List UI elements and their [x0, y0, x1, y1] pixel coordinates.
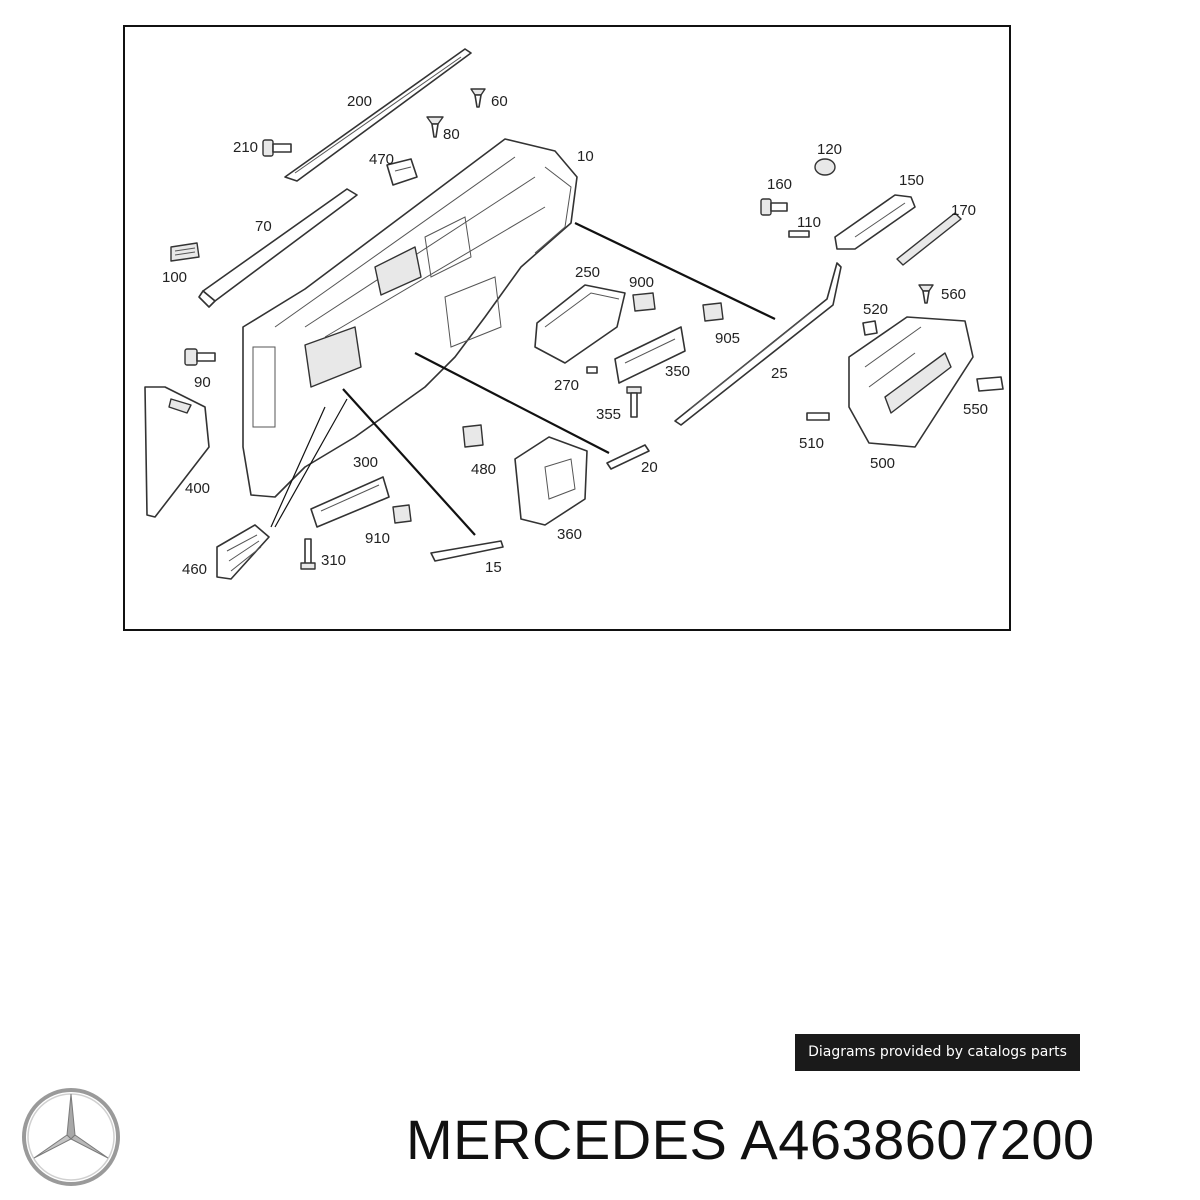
part-10-dashboard-carrier — [242, 138, 578, 498]
part-905-connector — [702, 302, 724, 322]
part-210-bolt — [262, 139, 292, 157]
callout-310: 310 — [321, 552, 346, 569]
callout-210: 210 — [233, 139, 258, 156]
part-550-lock — [976, 376, 1004, 392]
part-400-side-cover — [144, 386, 210, 518]
callout-10: 10 — [577, 148, 594, 165]
callout-510: 510 — [799, 435, 824, 452]
part-480-clip — [462, 424, 484, 448]
leader-460 — [274, 398, 348, 528]
part-310-bolt — [300, 538, 316, 570]
callout-200: 200 — [347, 93, 372, 110]
part-15-trim — [430, 540, 504, 562]
part-80-screw — [426, 116, 444, 138]
callout-160: 160 — [767, 176, 792, 193]
part-25-trim — [674, 262, 842, 426]
leader-25 — [574, 222, 776, 320]
part-90-bolt — [184, 348, 216, 366]
callout-910: 910 — [365, 530, 390, 547]
parts-diagram: 10 15 20 25 60 70 80 90 100 110 120 150 … — [123, 25, 1011, 631]
callout-500: 500 — [870, 455, 895, 472]
callout-20: 20 — [641, 459, 658, 476]
callout-250: 250 — [575, 264, 600, 281]
part-250-module — [534, 284, 626, 364]
part-110-pin — [788, 230, 810, 238]
callout-355: 355 — [596, 406, 621, 423]
callout-400: 400 — [185, 480, 210, 497]
part-460-vent — [216, 524, 270, 580]
callout-300: 300 — [353, 454, 378, 471]
part-900-connector — [632, 292, 656, 312]
callout-560: 560 — [941, 286, 966, 303]
exploded-view-drawing: 10 15 20 25 60 70 80 90 100 110 120 150 … — [144, 48, 1004, 580]
callout-70: 70 — [255, 218, 272, 235]
part-300-module — [310, 476, 390, 528]
part-70-trim — [198, 188, 358, 308]
callout-90: 90 — [194, 374, 211, 391]
callout-170: 170 — [951, 202, 976, 219]
callout-120: 120 — [817, 141, 842, 158]
part-60-screw — [470, 88, 486, 108]
part-520-clip — [862, 320, 878, 336]
callout-480: 480 — [471, 461, 496, 478]
part-270-screw — [586, 366, 598, 374]
callout-350: 350 — [665, 363, 690, 380]
callout-25: 25 — [771, 365, 788, 382]
leader-20 — [414, 352, 610, 454]
diagram-source-watermark: Diagrams provided by catalogs parts — [795, 1034, 1080, 1071]
callout-360: 360 — [557, 526, 582, 543]
callout-150: 150 — [899, 172, 924, 189]
part-150-handle — [834, 194, 916, 250]
callout-900: 900 — [629, 274, 654, 291]
callout-270: 270 — [554, 377, 579, 394]
part-910-connector — [392, 504, 412, 524]
part-170-strip — [896, 212, 962, 266]
leader-15 — [342, 388, 476, 536]
callout-470: 470 — [369, 151, 394, 168]
callout-80: 80 — [443, 126, 460, 143]
callout-60: 60 — [491, 93, 508, 110]
callout-905: 905 — [715, 330, 740, 347]
callout-550: 550 — [963, 401, 988, 418]
part-510-pin — [806, 412, 830, 421]
part-200-trim-strip — [284, 48, 472, 182]
callout-15: 15 — [485, 559, 502, 576]
leader-400 — [270, 406, 326, 528]
callout-100: 100 — [162, 269, 187, 286]
part-160-bolt — [760, 198, 788, 216]
callout-520: 520 — [863, 301, 888, 318]
mercedes-star-icon — [22, 1088, 120, 1186]
part-360-panel — [514, 436, 588, 526]
callout-110: 110 — [797, 214, 821, 231]
part-470-bracket — [386, 158, 418, 186]
part-350-module — [614, 326, 686, 384]
part-355-bolt — [626, 386, 642, 418]
part-500-glovebox — [848, 316, 974, 448]
part-20-trim — [606, 444, 650, 470]
part-560-screw — [918, 284, 934, 304]
callout-460: 460 — [182, 561, 207, 578]
part-120-plug — [814, 158, 836, 176]
part-number-title: MERCEDES A4638607200 — [406, 1108, 1095, 1171]
part-100-cover — [170, 242, 200, 262]
